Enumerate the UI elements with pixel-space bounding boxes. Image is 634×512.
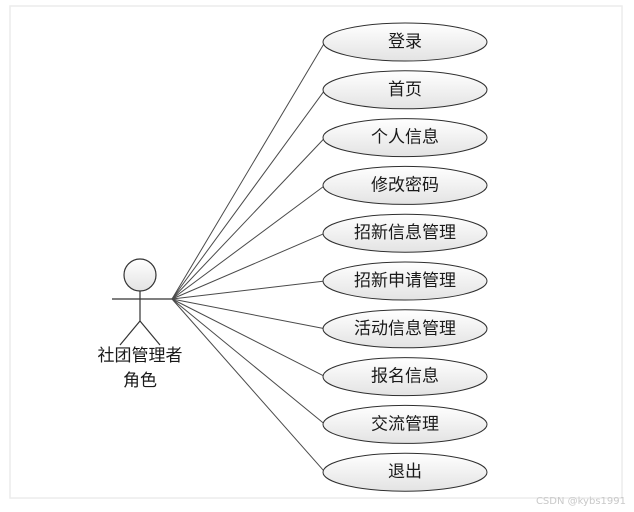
association-line — [171, 41, 326, 300]
association-line — [171, 298, 326, 425]
use-case: 修改密码 — [322, 165, 488, 205]
use-case-label: 个人信息 — [371, 128, 439, 148]
use-case-ellipse — [322, 70, 488, 110]
use-case-label: 活动信息管理 — [354, 319, 456, 339]
use-case-ellipse — [322, 165, 488, 205]
diagram-frame — [9, 5, 623, 499]
use-case: 个人信息 — [322, 118, 488, 158]
use-case: 招新申请管理 — [322, 261, 488, 301]
use-case-label: 报名信息 — [371, 367, 439, 387]
use-case-label: 招新申请管理 — [354, 271, 456, 291]
use-case-label: 首页 — [388, 80, 422, 100]
use-case: 交流管理 — [322, 404, 488, 444]
use-case-label: 登录 — [388, 32, 422, 52]
association-line — [171, 298, 326, 473]
use-case: 首页 — [322, 70, 488, 110]
actor: 社团管理者 角色 — [98, 258, 183, 391]
association-line — [171, 89, 326, 300]
association-line — [171, 298, 326, 330]
actor-head — [123, 258, 157, 292]
use-case: 登录 — [322, 22, 488, 62]
use-case: 退出 — [322, 452, 488, 492]
use-case-label: 交流管理 — [371, 414, 439, 434]
use-case-ellipse — [322, 452, 488, 492]
association-lines — [171, 41, 326, 473]
watermark: CSDN @kybs1991 — [536, 496, 626, 507]
use-case-label: 退出 — [388, 462, 422, 482]
use-case-ellipse — [322, 309, 488, 349]
use-case-ellipse — [322, 261, 488, 301]
use-case: 招新信息管理 — [322, 213, 488, 253]
actor-label-line1: 社团管理者 — [98, 346, 183, 366]
association-line — [171, 280, 326, 300]
actor-left-leg — [119, 320, 141, 346]
use-case: 报名信息 — [322, 357, 488, 397]
use-case-ellipse — [322, 404, 488, 444]
use-case-ellipse — [322, 357, 488, 397]
use-case-ellipse — [322, 22, 488, 62]
use-case-label: 招新信息管理 — [354, 223, 456, 243]
use-case-ellipse — [322, 118, 488, 158]
association-line — [171, 298, 326, 378]
association-line — [171, 232, 326, 300]
actor-label-line2: 角色 — [123, 371, 157, 391]
use-case-label: 修改密码 — [371, 175, 439, 195]
use-case-ellipse — [322, 213, 488, 253]
use-case: 活动信息管理 — [322, 309, 488, 349]
association-line — [171, 184, 326, 300]
actor-right-leg — [139, 320, 161, 346]
association-line — [171, 137, 326, 300]
